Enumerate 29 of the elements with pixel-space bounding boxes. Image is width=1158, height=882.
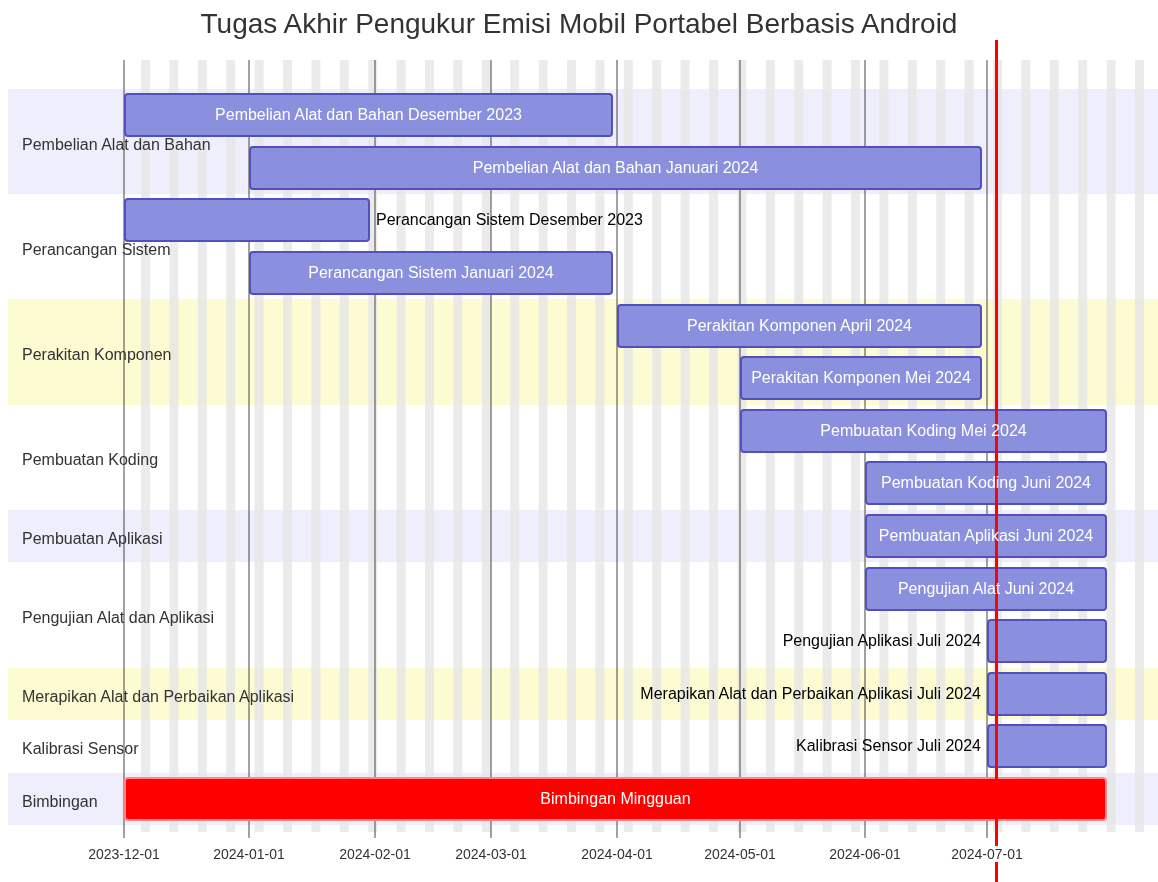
axis-tick-label: 2024-03-01	[455, 846, 527, 862]
task-label: Pengujian Aplikasi Juli 2024	[782, 631, 981, 652]
section-label: Pembelian Alat dan Bahan	[22, 135, 211, 154]
chart-title: Tugas Akhir Pengukur Emisi Mobil Portabel Berbasis Android	[199, 8, 959, 40]
section-label: Perancangan Sistem	[22, 240, 171, 259]
task-label: Bimbingan Mingguan	[540, 789, 691, 810]
section-band	[8, 772, 1158, 826]
section-label: Pembuatan Koding	[22, 451, 159, 470]
section-label: Bimbingan	[22, 793, 98, 812]
task-label: Merapikan Alat dan Perbaikan Aplikasi Juli 2024	[640, 683, 981, 704]
section-label: Pengujian Alat dan Aplikasi	[22, 609, 215, 627]
task-label: Perakitan Komponen Mei 2024	[751, 368, 971, 389]
axis-tick-label: 2024-05-01	[704, 846, 776, 862]
axis-tick-label: 2024-06-01	[829, 846, 901, 862]
task-label: Perancangan Sistem Januari 2024	[308, 263, 554, 284]
task-label: Pembelian Alat dan Bahan Desember 2023	[215, 105, 522, 126]
task-label: Kalibrasi Sensor Juli 2024	[796, 736, 981, 757]
axis-tick-label: 2024-04-01	[581, 846, 653, 862]
axis-tick-label: 2024-01-01	[213, 846, 285, 862]
section-label: Pembuatan Aplikasi	[22, 530, 163, 549]
task-label: Perancangan Sistem Desember 2023	[376, 210, 643, 231]
section-label: Perakitan Komponen	[22, 346, 172, 364]
axis-tick-label: 2023-12-01	[88, 846, 160, 862]
axis-tick-label: 2024-07-01	[951, 846, 1023, 862]
axis-tick-label: 2024-02-01	[339, 846, 411, 862]
section-label: Merapikan Alat dan Perbaikan Aplikasi	[22, 687, 295, 706]
task-label: Perakitan Komponen April 2024	[687, 315, 912, 336]
task-label: Pembelian Alat dan Bahan Januari 2024	[472, 157, 759, 178]
section-label: Kalibrasi Sensor	[22, 740, 139, 759]
